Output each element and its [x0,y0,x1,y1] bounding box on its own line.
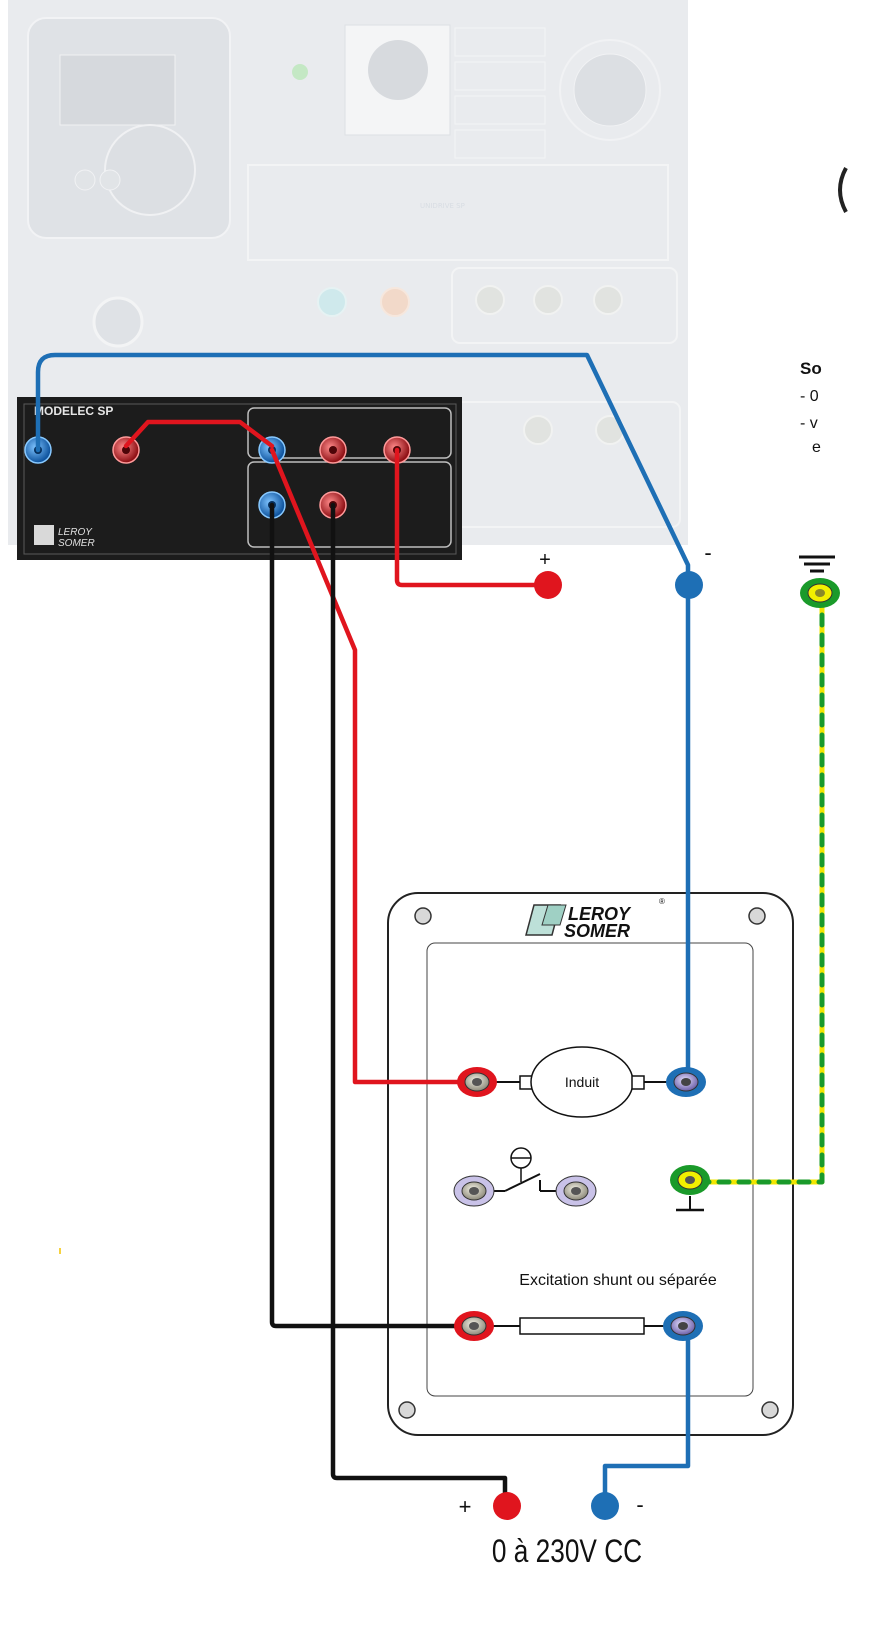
terminal-field-minus[interactable] [663,1311,703,1341]
wire-red-jumper [123,419,275,449]
terminal-armature-plus[interactable] [457,1067,497,1097]
wire-black-supply [330,502,508,1509]
socket-red-middle[interactable] [319,436,347,464]
wire-earth-green [687,592,825,1185]
box-brand-line2: SOMER [564,921,630,941]
top-supply-plus-label: + [539,549,551,571]
notes-heading: So [800,359,822,378]
terminal-armature-minus[interactable] [666,1067,706,1097]
field-winding-symbol [519,1317,645,1335]
supply-voltage-label: 0 à 230V CC [492,1535,642,1570]
box-brand-line1: LEROY [568,904,632,924]
mount-screw [398,1401,416,1419]
notes-line2: - v [800,415,818,432]
bottom-supply-minus-label: - [636,1492,643,1517]
wire-blue-field-return [602,1323,691,1509]
armature-label: Induit [565,1074,599,1090]
notes-line1: - 0 [800,388,819,405]
earth-symbol [676,1196,704,1212]
terminal-earth[interactable] [670,1165,710,1195]
top-supply-minus-point[interactable] [675,571,703,599]
registered-mark: ® [659,897,665,906]
earth-reference-symbol [799,555,835,573]
socket-red-voltage[interactable] [112,436,140,464]
bottom-supply-minus-point[interactable] [591,1492,619,1520]
leroy-somer-logo [34,525,54,545]
notes-line3: e [812,439,821,456]
module-title: MODELEC SP [34,404,113,418]
terminal-thermal-2[interactable] [555,1175,597,1207]
thermal-switch-symbol [488,1147,562,1192]
terminal-thermal-1[interactable] [453,1175,495,1207]
wire-black-field [269,502,473,1329]
mount-screw [414,907,432,925]
wire-blue-armature-return [35,352,691,1085]
earth-reference-socket[interactable] [800,578,840,608]
mount-screw [761,1401,779,1419]
module-brand-line2: SOMER [58,538,95,549]
top-supply-plus-point[interactable] [534,571,562,599]
module-brand-line1: LEROY [58,527,93,538]
bottom-supply-plus-label: + [459,1494,472,1519]
leroy-somer-logo [525,904,567,936]
bottom-supply-plus-point[interactable] [493,1492,521,1520]
field-label: Excitation shunt ou séparée [519,1272,717,1289]
terminal-box: LEROY SOMER ® Induit Excitation shunt ou… [387,892,794,1436]
mount-screw [748,907,766,925]
terminal-field-plus[interactable] [454,1311,494,1341]
unidrive-label: UNIDRIVE SP [420,202,465,210]
wire-red-armature [269,447,478,1085]
cropped-figure-arc [838,167,848,213]
wire-red-supply [394,447,553,588]
top-supply-minus-label: - [704,540,711,565]
